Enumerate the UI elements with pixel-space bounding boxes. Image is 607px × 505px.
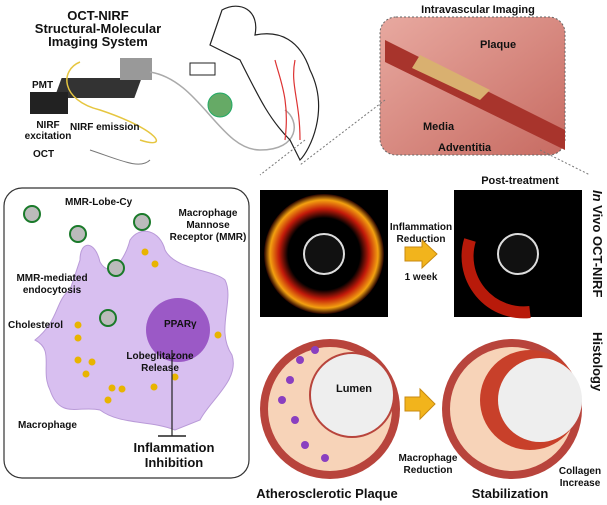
collagen-line2: Increase (560, 478, 601, 489)
collagen-line1: Collagen (559, 466, 601, 477)
lumen-label: Lumen (336, 383, 372, 395)
nanoparticle-label: MMR-Lobe-Cy (65, 197, 133, 208)
histology-label: Histology (590, 332, 605, 392)
inhibition-line1: Inflammation (134, 440, 215, 455)
nirf-ring-post (461, 238, 531, 319)
nanoparticle-icon (207, 92, 233, 118)
pmt-label: PMT (32, 80, 53, 91)
cholesterol-droplets (74, 248, 222, 404)
after-label: Stabilization (472, 486, 549, 501)
inhibition-line2: Inhibition (145, 455, 204, 470)
rabbit-outline (209, 5, 320, 162)
lumen-pre (303, 233, 345, 275)
plaque-label: Plaque (480, 39, 516, 51)
system-title-line2: Structural-Molecular (35, 21, 161, 36)
release-line2: Release (141, 363, 179, 374)
endocytosis-line1: MMR-mediated (16, 273, 87, 284)
intravascular-title: Intravascular Imaging (421, 4, 535, 16)
system-title-line3: Imaging System (48, 34, 148, 49)
macrophage-reduction-line2: Reduction (404, 465, 453, 476)
arrow-icon (404, 387, 436, 421)
arrow-icon (404, 238, 438, 270)
artery-lines (274, 59, 301, 141)
fiber-yellow (66, 61, 158, 144)
fiber-catheter (149, 71, 295, 151)
oct-label: OCT (33, 149, 54, 160)
macrophages-in-plaque (278, 346, 329, 462)
nucleus (146, 298, 210, 362)
system-title-line1: OCT-NIRF (67, 8, 128, 23)
ppar-label: PPARγ (164, 319, 197, 330)
macrophage-reduction-line1: Macrophage (399, 453, 458, 464)
pmt-device (30, 92, 68, 114)
nirf-excitation-line2: excitation (25, 131, 72, 142)
endocytosis-line2: endocytosis (23, 285, 82, 296)
syringe-icon (189, 62, 216, 76)
reduction-line2: Reduction (397, 234, 446, 245)
macrophage-label: Macrophage (18, 420, 77, 431)
reduction-line1: Inflammation (390, 222, 452, 233)
nirf-excitation-line1: NIRF (36, 120, 59, 131)
macrophage-cell (34, 230, 234, 431)
receptor-line2: Mannose (186, 220, 230, 231)
lumen-section-post (498, 358, 582, 442)
before-label: Atherosclerotic Plaque (256, 486, 398, 501)
release-line1: Lobeglitazone (126, 351, 194, 362)
post-treatment-label: Post-treatment (481, 175, 559, 187)
receptor-line1: Macrophage (179, 208, 238, 219)
media-label: Media (423, 121, 455, 133)
vessel-cutaway (412, 55, 490, 100)
adventitia-label: Adventitia (438, 142, 492, 154)
rotary-joint (120, 58, 152, 80)
duration-label: 1 week (405, 272, 438, 283)
lumen-post (497, 233, 539, 275)
imaging-system (30, 58, 295, 165)
optical-bench (54, 78, 142, 98)
nirf-emission-label: NIRF emission (70, 122, 139, 133)
fiber-oct (89, 149, 151, 165)
in-vivo-label: In Vivo OCT-NIRF (590, 190, 605, 297)
receptor-line3: Receptor (MMR) (170, 232, 247, 243)
zoom-lines (259, 99, 591, 176)
lumen-section-pre (309, 352, 395, 438)
cholesterol-label: Cholesterol (8, 320, 63, 331)
nanoparticles (23, 205, 151, 327)
